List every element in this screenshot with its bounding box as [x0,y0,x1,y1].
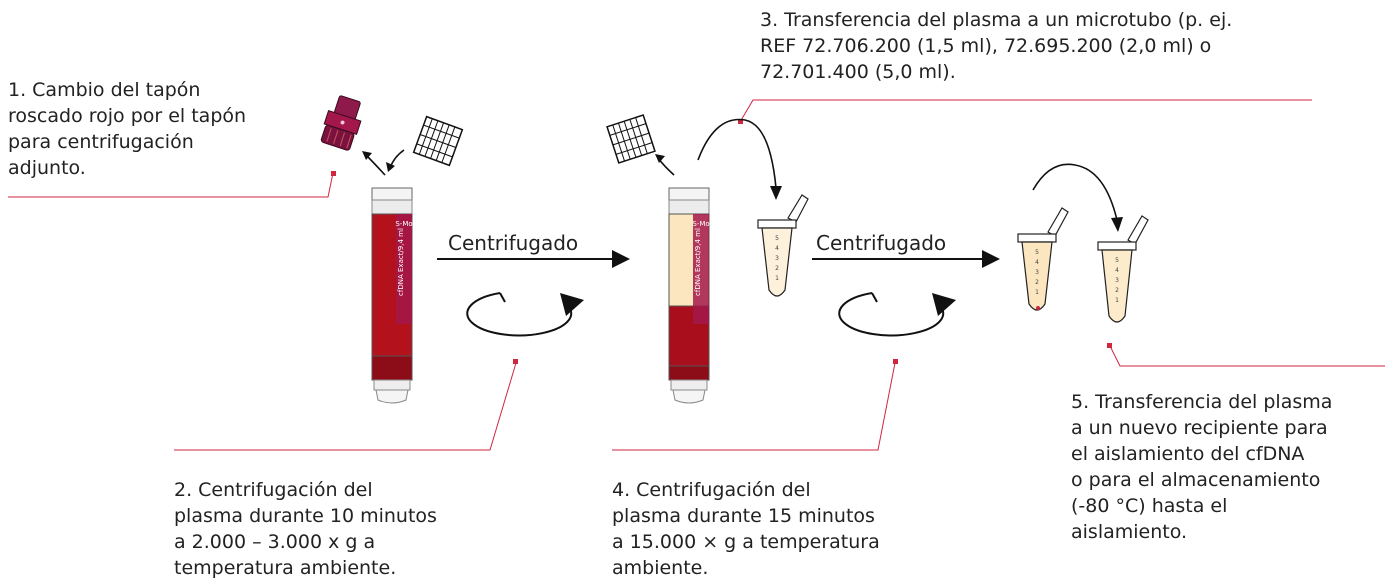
step-4-line: 4. Centrifugación del [612,479,811,501]
step-3-line: 3. Transferencia del plasma a un microtu… [760,9,1233,31]
step-4-line: plasma durante 15 minutos [612,505,875,527]
step-5-line: aislamiento. [1071,521,1188,543]
leader-line-step-1 [8,172,334,198]
step-4-line: ambiente. [612,557,709,579]
step-3-line: 72.701.400 (5,0 ml). [760,61,956,83]
step-5-line: el aislamiento del cfDNA [1071,443,1305,465]
step-3-line: REF 72.706.200 (1,5 ml), 72.695.200 (2,0… [760,35,1212,57]
microtube-scale: 4 [1035,259,1039,266]
centrifuged-tube-icon: S-Mo [668,187,710,404]
tube-product-label: cfDNA Exact/9,4 ml [397,228,405,296]
microtube-scale: 3 [1115,277,1119,284]
microtube-scale: 5 [1035,249,1039,256]
step-4-text: 4. Centrifugación del plasma durante 15 … [612,477,880,581]
centrifugation-cap-icon [412,115,464,167]
microtube-scale: 3 [1035,269,1039,276]
leader-dot [331,171,336,176]
step-1-text: 1. Cambio del tapón roscado rojo por el … [8,77,246,181]
leader-dots [331,119,1112,364]
step-4-line: a 15.000 × g a temperatura [612,531,880,553]
leader-line-step-4 [612,362,896,451]
step-2-text: 2. Centrifugación del plasma durante 10 … [174,477,437,581]
transfer-arc-2 [1032,163,1118,221]
centrifuge-label-2: Centrifugado [816,231,947,255]
process-arrow-2-head [982,250,1000,268]
rotation-icon-1 [466,292,584,337]
microtube-scale: 1 [1035,289,1039,296]
blood-tube-icon: S-Mo [371,187,413,404]
process-arrow-1-head [612,250,630,268]
microtube-scale: 1 [775,275,779,282]
microtube-plasma-icon: 5 4 3 2 1 [1017,207,1069,311]
microtube-scale: 5 [775,235,779,242]
step-2-line: plasma durante 10 minutos [174,505,437,527]
red-screw-cap-icon [320,95,362,151]
centrifugation-cap-icon [606,114,656,164]
leader-dot [893,359,898,364]
step-5-line: (-80 °C) hasta el [1071,495,1228,517]
step-2-line: a 2.000 – 3.000 x g a [174,531,376,553]
microtube-scale: 4 [775,245,779,252]
step-1-line: adjunto. [8,157,86,179]
microtube-scale: 3 [775,255,779,262]
tube-brand: S-Mo [395,220,412,228]
process-arrows [437,250,1000,268]
step-5-line: 5. Transferencia del plasma [1071,391,1333,413]
microtube-scale: 2 [775,265,779,272]
leader-lines [8,99,1385,451]
centrifuge-label-1: Centrifugado [448,231,579,255]
step-5-line: a un nuevo recipiente para [1071,417,1328,439]
microtube-new-icon: 5 4 3 2 1 [1097,215,1149,323]
microtube-scale: 2 [1115,287,1119,294]
leader-line-step-3 [739,99,1312,123]
step-3-text: 3. Transferencia del plasma a un microtu… [760,7,1232,85]
cap-swap-arrows [362,149,675,176]
leader-dot [513,359,518,364]
tube-brand: S-Mo [692,220,709,228]
microtube-scale: 2 [1035,279,1039,286]
microtube-empty-icon: 5 4 3 2 1 [757,194,809,297]
microtube-scale: 4 [1115,267,1119,274]
leader-line-step-2 [174,362,517,451]
step-2-line: 2. Centrifugación del [174,479,373,501]
step-1-line: roscado rojo por el tapón [8,105,247,127]
step-1-line: para centrifugación [8,131,194,153]
step-2-line: temperatura ambiente. [174,557,397,579]
rotation-icon-2 [838,292,956,337]
tube-product-label: cfDNA Exact/9,4 ml [694,228,702,296]
leader-dot [738,119,743,124]
leader-dot [1107,343,1112,348]
transfer-arrows [697,118,1123,232]
microtube-scale: 5 [1115,257,1119,264]
step-5-line: o para el almacenamiento [1071,469,1321,491]
leader-line-step-5 [1109,345,1385,367]
step-5-text: 5. Transferencia del plasma a un nuevo r… [1071,389,1332,545]
curved-arrow [365,154,386,176]
step-1-line: 1. Cambio del tapón [8,79,201,101]
microtube-scale: 1 [1115,297,1119,304]
transfer-arc-1 [697,118,777,189]
